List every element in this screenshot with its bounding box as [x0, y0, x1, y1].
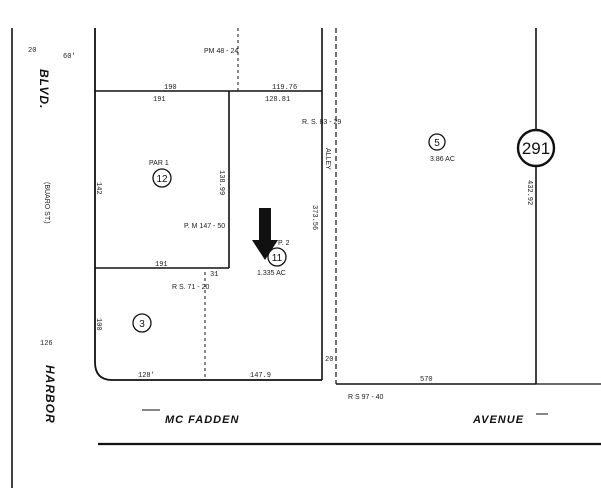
dim-100: 100	[94, 318, 102, 331]
parcel-11-circle	[267, 247, 287, 267]
dim-bottom-2: 147.9	[250, 372, 271, 380]
rs-2-ref: R S. 71 - 20	[172, 284, 209, 291]
rs-1-ref: R. S. 83 - 29	[302, 119, 341, 126]
pm-mid-ref: P. M 147 - 50	[184, 223, 225, 230]
dim-191b: 191	[155, 261, 168, 269]
dim-top-2: 191	[153, 96, 166, 104]
parcel-3-circle	[132, 313, 152, 333]
alley-label: ALLEY	[324, 148, 331, 170]
mcfadden-label: MC FADDEN	[165, 414, 239, 426]
down-arrow-icon	[252, 208, 278, 260]
dim-top-1: 190	[164, 84, 177, 92]
map-number-circle	[516, 128, 556, 168]
dim-bottom-1: 128'	[138, 372, 155, 380]
pm-top-ref: PM 48 - 24	[204, 48, 238, 55]
avenue-label: AVENUE	[472, 414, 524, 426]
dim-20b: 20	[325, 356, 333, 364]
parcel-5-number: 5	[434, 138, 440, 149]
map-number: 291	[522, 139, 550, 158]
harbor-label: HARBOR	[43, 365, 57, 424]
dim-60: 60'	[63, 53, 76, 61]
mcfadden-north-line	[94, 361, 322, 381]
dim-mid-v: 138.99	[217, 170, 225, 195]
harbor-alt-label: (BUARO ST.)	[43, 182, 50, 224]
harbor-blvd-label: BLVD.	[37, 69, 51, 109]
rs-3-ref: R S 97 - 40	[348, 394, 384, 401]
parcel-11-area: 1.335 AC	[257, 270, 286, 277]
dim-alley: 373.56	[310, 205, 318, 230]
dim-top-4: 128.81	[265, 96, 290, 104]
parcel-5-circle	[428, 133, 446, 151]
dim-20a: 20	[28, 47, 36, 55]
parcel-11-number: 11	[272, 253, 283, 264]
dim-south: 570	[420, 376, 433, 384]
parcel-12-circle	[152, 168, 172, 188]
dim-31: 31	[210, 271, 218, 279]
dim-126: 126	[40, 340, 53, 348]
dim-top-3: 119.76	[272, 84, 297, 92]
dim-right-v: 432.92	[525, 180, 533, 205]
dim-left: 142	[94, 182, 102, 195]
parcel-12-number: 12	[156, 174, 168, 185]
parcel-11-label: P. 2	[278, 240, 290, 247]
parcel-5-area: 3.86 AC	[430, 156, 455, 163]
parcel-3-number: 3	[139, 319, 145, 330]
parcel-12-label: PAR 1	[149, 160, 169, 167]
